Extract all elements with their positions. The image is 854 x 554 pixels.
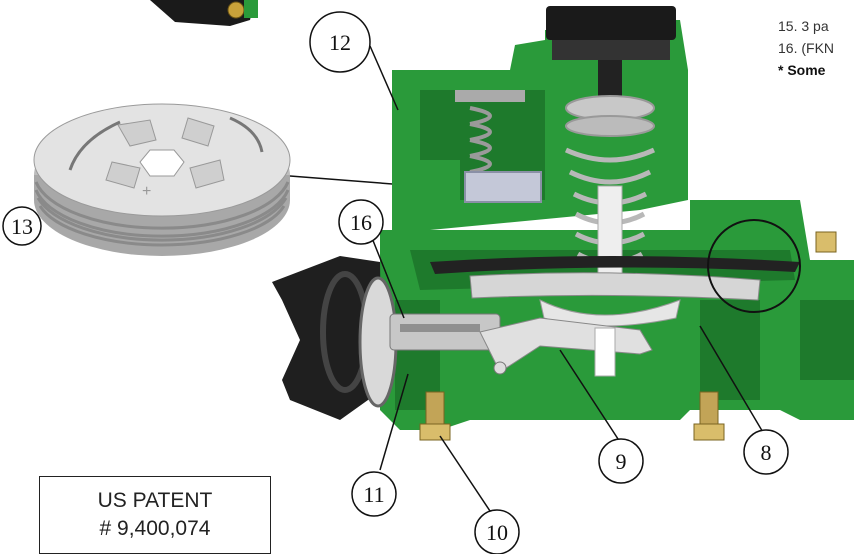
component-top-left <box>150 0 258 26</box>
legend-clipped-line <box>778 0 782 16</box>
svg-text:10: 10 <box>486 520 508 545</box>
svg-text:8: 8 <box>761 440 772 465</box>
callout-12: 12 <box>309 11 371 73</box>
svg-text:9: 9 <box>616 449 627 474</box>
svg-text:13: 13 <box>11 214 33 239</box>
callout-16: 16 <box>338 199 384 245</box>
brass-fittings <box>419 231 837 441</box>
callout-11: 11 <box>351 471 397 517</box>
callout-10: 10 <box>474 509 520 554</box>
valve-lever-assembly <box>389 313 653 377</box>
svg-text:16: 16 <box>350 210 372 235</box>
highlight-circle <box>707 219 801 313</box>
top-seal-cap <box>546 6 676 100</box>
svg-text:12: 12 <box>329 30 351 55</box>
callout-9: 9 <box>598 438 644 484</box>
inlet-knob <box>272 256 398 420</box>
relief-spring <box>455 90 542 203</box>
callout-13: 13 <box>2 206 42 246</box>
legend-note: * Some <box>778 62 826 78</box>
callout-8: 8 <box>743 429 789 475</box>
leader-lines <box>369 45 765 521</box>
legend-item-16: 16. (FKN <box>778 40 835 56</box>
adjusting-cap: + <box>33 103 291 256</box>
legend-item-15: 15. 3 pa <box>778 18 829 34</box>
patent-line-1: US PATENT <box>97 489 213 512</box>
svg-text:11: 11 <box>363 482 384 507</box>
svg-text:+: + <box>142 183 151 200</box>
patent-box: US PATENT # 9,400,074 <box>39 476 271 554</box>
patent-line-2: # 9,400,074 <box>99 517 211 540</box>
